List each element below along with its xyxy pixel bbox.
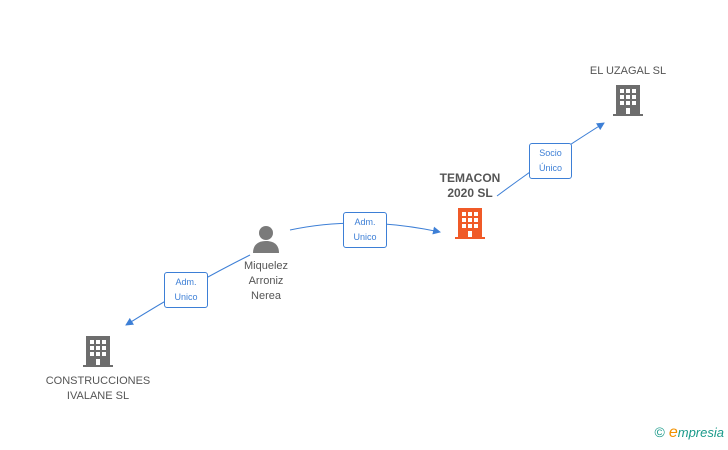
relation-label-line2: Unico <box>174 292 198 302</box>
node-construcciones[interactable]: CONSTRUCCIONES IVALANE SL <box>38 333 158 404</box>
relation-label-line2: Único <box>538 163 562 173</box>
copyright-symbol: © <box>654 424 665 440</box>
person-name-line3: Nerea <box>251 290 281 302</box>
node-temacon[interactable]: TEMACON 2020 SL <box>420 171 520 246</box>
relation-label-line2: Unico <box>353 232 377 242</box>
building-icon <box>613 85 643 116</box>
person-name-line1: Miquelez <box>243 260 289 272</box>
person-name-line2: Arroniz <box>248 275 284 287</box>
company-name: EL UZAGAL SL <box>589 65 667 77</box>
relation-socio-unico[interactable]: Socio Único <box>529 143 572 179</box>
brand-first-letter: e <box>668 424 678 441</box>
brand-name: mpresia <box>677 425 724 440</box>
company-name-line2: 2020 SL <box>447 186 493 200</box>
building-icon <box>455 208 485 239</box>
node-el-uzagal[interactable]: EL UZAGAL SL <box>578 64 678 122</box>
relation-label-line1: Adm. <box>175 277 197 287</box>
relation-adm-unico-temacon[interactable]: Adm. Unico <box>343 212 387 248</box>
building-icon <box>83 336 113 367</box>
relation-label-line1: Adm. <box>354 217 376 227</box>
node-person[interactable]: Miquelez Arroniz Nerea <box>226 224 306 304</box>
relation-adm-unico-construcciones[interactable]: Adm. Unico <box>164 272 208 308</box>
company-name-line1: CONSTRUCCIONES <box>45 375 151 387</box>
person-icon <box>253 226 279 253</box>
relation-label-line1: Socio <box>539 148 562 158</box>
company-name-line2: IVALANE SL <box>66 390 130 402</box>
company-name-line1: TEMACON <box>439 171 501 185</box>
empresia-logo: ©empresia <box>655 424 724 442</box>
